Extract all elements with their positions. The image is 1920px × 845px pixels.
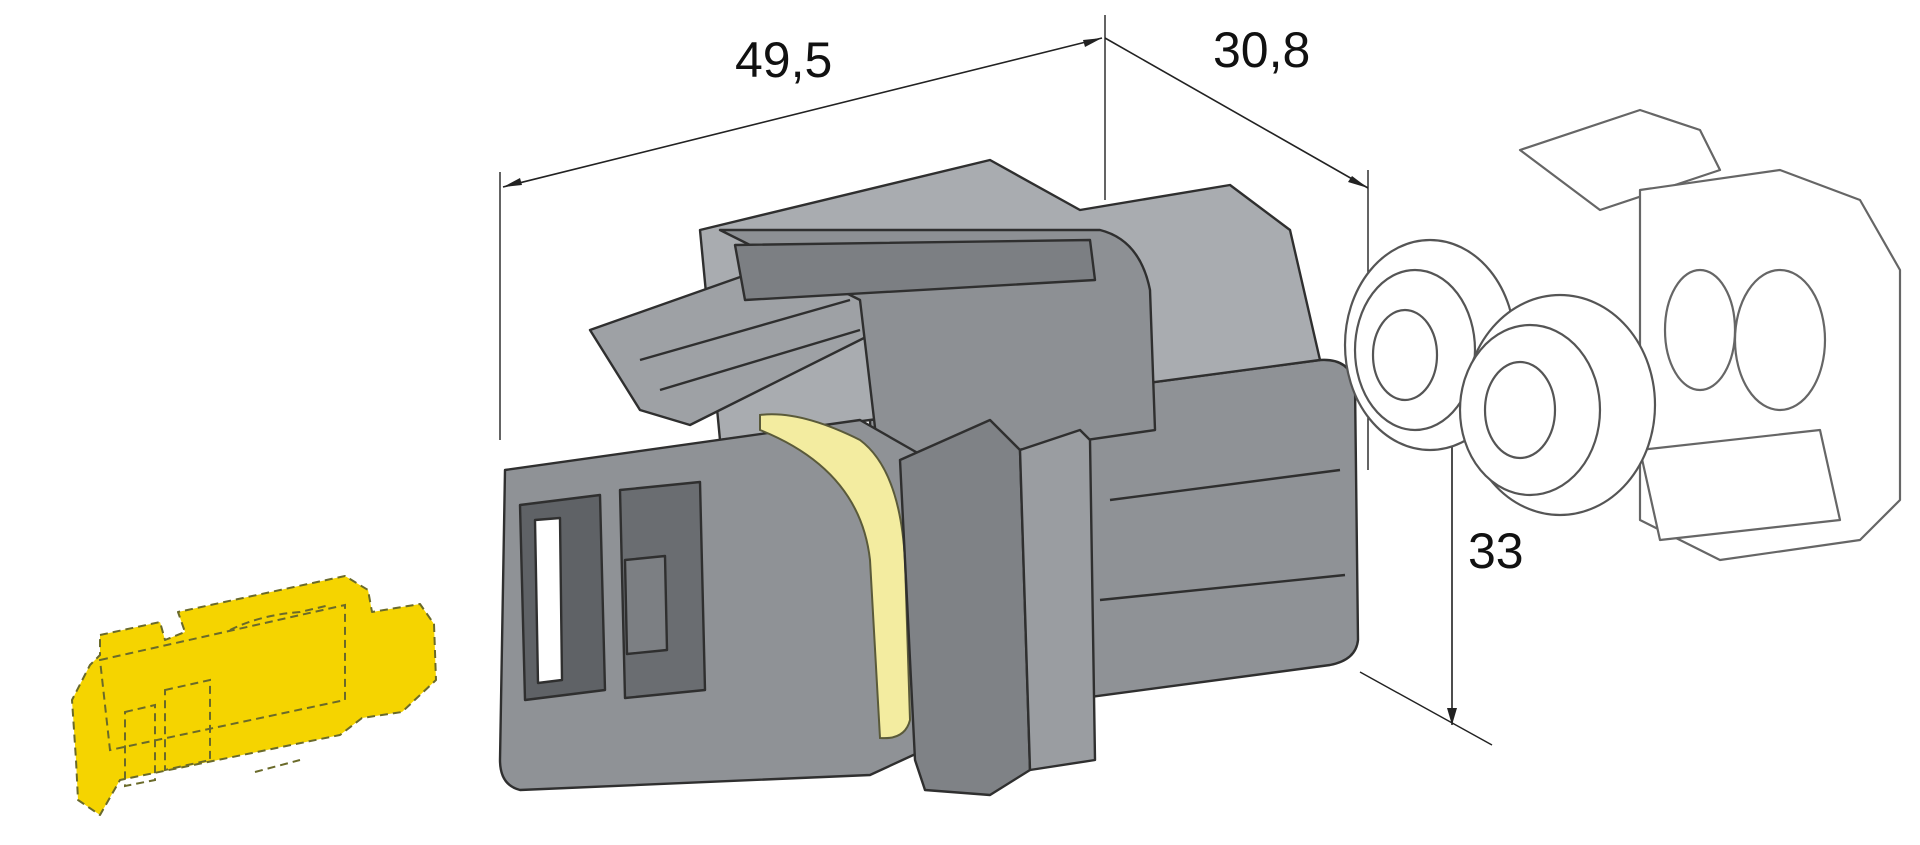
arrow-icon [1447, 708, 1457, 725]
latch-groove [659, 328, 861, 392]
terminal-lance-outline [124, 703, 156, 788]
height-label: 33 [1468, 523, 1524, 579]
wire-seal-right-bore [1483, 360, 1557, 460]
latch-groove [639, 298, 851, 362]
length-label: 49,5 [735, 32, 832, 88]
wire-seal-left-bore [1371, 308, 1439, 402]
cavity-right-inner [623, 554, 669, 656]
length-dimension-line [502, 37, 1103, 188]
exploded-seal-assembly [1343, 108, 1902, 562]
terminal-body [71, 575, 437, 816]
collar [898, 418, 1032, 797]
cavity-left-window [533, 516, 564, 685]
bridge-top-slot [733, 238, 1097, 302]
terminal-top-edge [229, 604, 331, 631]
rear-rib [1099, 573, 1346, 602]
width-dimension-line [1104, 37, 1369, 189]
arrow-icon [1348, 176, 1368, 188]
interface-seal-ring [759, 413, 912, 740]
connector-housing [498, 158, 1360, 797]
width-label: 30,8 [1213, 22, 1310, 78]
cover-port [1663, 268, 1737, 392]
terminal-crimp-outline [164, 678, 211, 772]
collar-side [1018, 428, 1097, 772]
height-extension-bottom [1359, 671, 1493, 746]
terminal-bottom-edge [254, 759, 301, 773]
rear-rib [1109, 468, 1341, 502]
crimp-terminal-illustration [71, 575, 437, 816]
latch-bridge [718, 228, 1157, 472]
arrow-icon [503, 178, 522, 187]
arrow-icon [1083, 38, 1102, 47]
cover-latch [1638, 428, 1842, 542]
terminal-barrel-outline [98, 603, 346, 752]
cover-port [1733, 268, 1827, 412]
